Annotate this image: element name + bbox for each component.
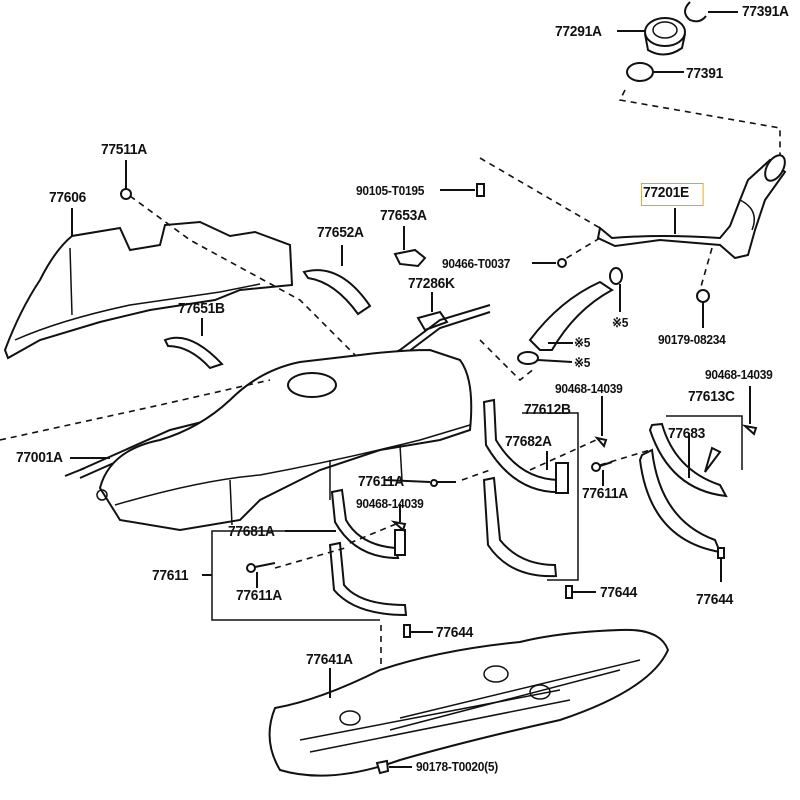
label-77286K[interactable]: 77286K: [408, 275, 455, 292]
label-77644-right[interactable]: 77644: [696, 591, 734, 608]
bolt-90179-icon: [696, 289, 710, 328]
label-77683[interactable]: 77683: [668, 425, 706, 442]
label-77611A-left[interactable]: 77611A: [236, 587, 282, 604]
label-77613C[interactable]: 77613C: [688, 388, 735, 405]
label-77644-mid[interactable]: 77644: [600, 584, 638, 601]
label-90179-08234[interactable]: 90179-08234: [658, 332, 726, 347]
label-star-5-a[interactable]: ※5: [574, 335, 591, 350]
label-77291A[interactable]: 77291A: [555, 23, 602, 40]
label-77001A[interactable]: 77001A: [16, 449, 63, 466]
label-90468-14039-left[interactable]: 90468-14039: [356, 496, 424, 511]
fuel-cap-ring-icon: [684, 1, 738, 23]
label-77611A-mid[interactable]: 77611A: [358, 473, 404, 490]
label-77391[interactable]: 77391: [686, 65, 724, 82]
bolt-77611A-left-icon: [246, 562, 276, 588]
clip-90178-icon: [375, 759, 412, 775]
gasket-ring-icon: [626, 62, 684, 82]
bolt-77611A-mid-icon: [384, 479, 456, 487]
label-90468-14039-mid[interactable]: 90468-14039: [555, 381, 623, 396]
bolt-90105-icon: [440, 183, 485, 197]
under-cover-77641A: [268, 628, 670, 777]
label-77641A[interactable]: 77641A: [306, 651, 353, 668]
bolt-77644-right-icon: [717, 547, 725, 582]
label-77652A[interactable]: 77652A: [317, 224, 364, 241]
label-77682A[interactable]: 77682A: [505, 433, 552, 450]
filler-cap-icon: [617, 17, 686, 56]
band-77652A: [302, 269, 372, 316]
strap-77681A: [328, 488, 408, 617]
label-90105-T0195[interactable]: 90105-T0195: [356, 183, 425, 198]
label-77653A[interactable]: 77653A: [380, 207, 427, 224]
label-77644-left[interactable]: 77644: [436, 624, 474, 641]
bracket-77653A: [393, 248, 427, 268]
label-star-5-b[interactable]: ※5: [574, 355, 591, 370]
label-77201E[interactable]: 77201E: [643, 184, 689, 201]
breather-hose: [517, 267, 623, 365]
label-77611A-right[interactable]: 77611A: [582, 485, 628, 502]
label-77681A[interactable]: 77681A: [228, 523, 275, 540]
label-90466-T0037[interactable]: 90466-T0037: [442, 256, 511, 271]
band-77651B: [163, 336, 224, 370]
label-77511A[interactable]: 77511A: [101, 141, 147, 158]
bolt-77644-mid-icon: [565, 585, 596, 599]
highlight-box-77201E: [641, 183, 704, 206]
strap-77683: [638, 415, 743, 554]
filler-neck-pipe: [596, 154, 787, 260]
bolt-77611A-right-icon: [591, 461, 613, 486]
clip-77511A-icon: [120, 160, 132, 200]
label-77612B[interactable]: 77612B: [524, 401, 571, 418]
heat-shield-77606: [3, 220, 294, 360]
bolt-77644-left-icon: [403, 624, 433, 638]
label-90468-14039-right[interactable]: 90468-14039: [705, 367, 773, 382]
label-77606[interactable]: 77606: [49, 189, 87, 206]
label-77391A[interactable]: 77391A: [742, 3, 789, 20]
label-77651B[interactable]: 77651B: [178, 300, 225, 317]
clamp-77286K: [416, 310, 449, 332]
label-90178-T0020[interactable]: 90178-T0020(5): [416, 759, 498, 774]
label-star-5-upper[interactable]: ※5: [612, 315, 629, 330]
fuel-tank-77001A: [96, 348, 473, 532]
label-77611[interactable]: 77611: [152, 567, 189, 584]
strap-77682A: [482, 398, 579, 581]
